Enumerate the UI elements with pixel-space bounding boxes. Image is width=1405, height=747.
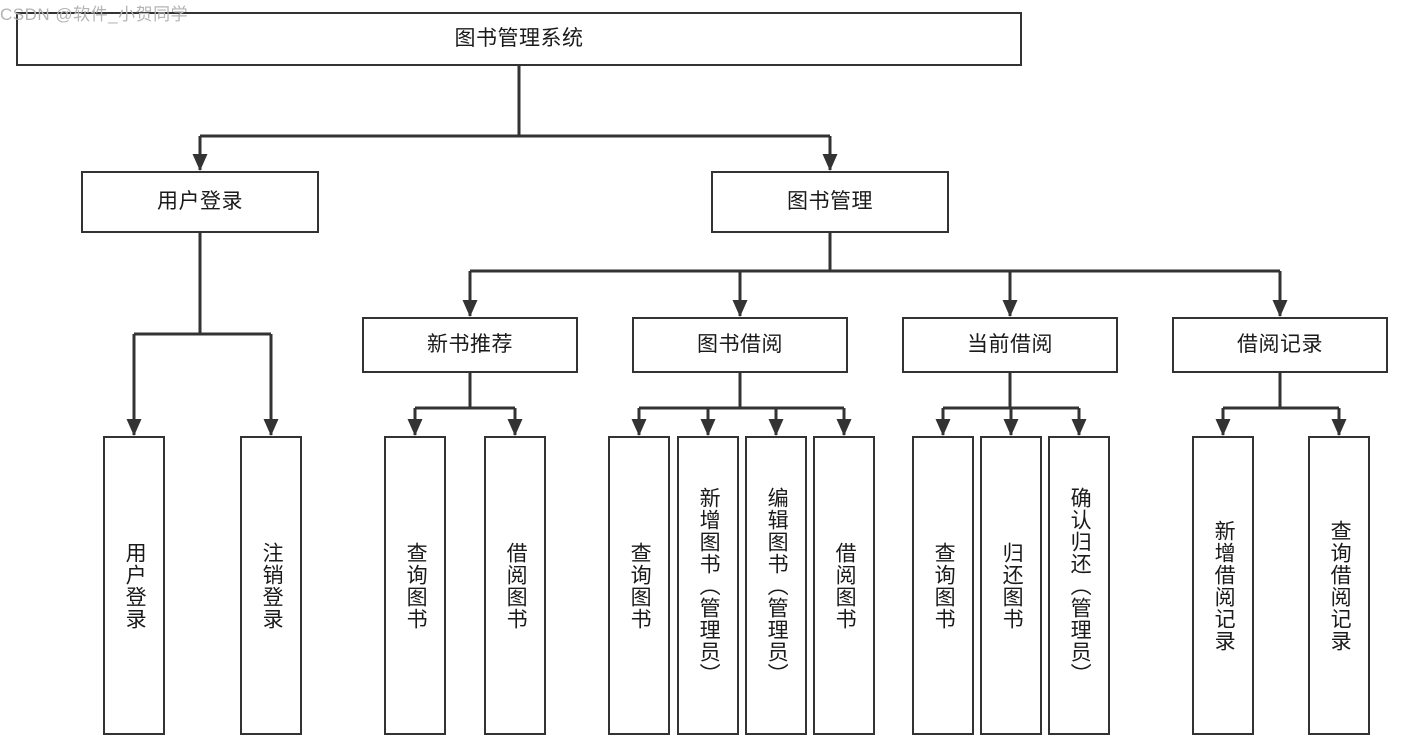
node-leaf-user-logout: 注销登录: [240, 436, 302, 735]
node-label: 借阅图书: [833, 541, 857, 630]
node-label: 查询借阅记录: [1328, 519, 1352, 652]
node-leaf-cb-return: 归还图书: [980, 436, 1042, 735]
node-l3-new-book-rec: 新书推荐: [362, 317, 578, 373]
node-label: 查询图书: [404, 541, 428, 630]
node-l3-book-borrow: 图书借阅: [632, 317, 848, 373]
node-label: 图书借阅: [697, 332, 783, 356]
node-root: 图书管理系统: [16, 12, 1022, 66]
node-label: 用户登录: [123, 541, 147, 630]
node-l2-user-login: 用户登录: [81, 171, 319, 233]
node-label: 当前借阅: [967, 332, 1053, 356]
node-leaf-cb-query: 查询图书: [912, 436, 974, 735]
node-label: 查询图书: [628, 541, 652, 630]
node-leaf-bb-edit: 编辑图书（管理员）: [745, 436, 807, 735]
node-leaf-cb-confirm: 确认归还（管理员）: [1048, 436, 1110, 735]
node-label: 归还图书: [1000, 541, 1024, 630]
node-leaf-br-add: 新增借阅记录: [1192, 436, 1254, 735]
node-label: 查询图书: [932, 541, 956, 630]
node-label: 注销登录: [260, 541, 284, 630]
node-l2-book-mgmt: 图书管理: [711, 171, 949, 233]
node-label: 新书推荐: [427, 332, 513, 356]
node-label: 确认归还（管理员）: [1068, 486, 1092, 685]
node-label: 新增图书（管理员）: [697, 486, 721, 685]
node-label: 新增借阅记录: [1212, 519, 1236, 652]
csdn-watermark: CSDN @软件_小贺同学: [0, 5, 189, 24]
node-leaf-bb-add: 新增图书（管理员）: [677, 436, 739, 735]
node-l3-borrow-record: 借阅记录: [1172, 317, 1388, 373]
node-label: 借阅记录: [1237, 332, 1323, 356]
node-label: 用户登录: [157, 189, 243, 213]
node-leaf-bb-query: 查询图书: [608, 436, 670, 735]
node-label: 编辑图书（管理员）: [765, 486, 789, 685]
node-leaf-nbr-query: 查询图书: [384, 436, 446, 735]
node-l3-current-borrow: 当前借阅: [902, 317, 1118, 373]
node-leaf-br-query: 查询借阅记录: [1308, 436, 1370, 735]
node-leaf-nbr-borrow: 借阅图书: [484, 436, 546, 735]
node-leaf-user-login: 用户登录: [103, 436, 165, 735]
node-label: 图书管理系统: [454, 26, 584, 50]
node-label: 借阅图书: [504, 541, 528, 630]
node-leaf-bb-borrow: 借阅图书: [813, 436, 875, 735]
node-label: 图书管理: [787, 189, 873, 213]
